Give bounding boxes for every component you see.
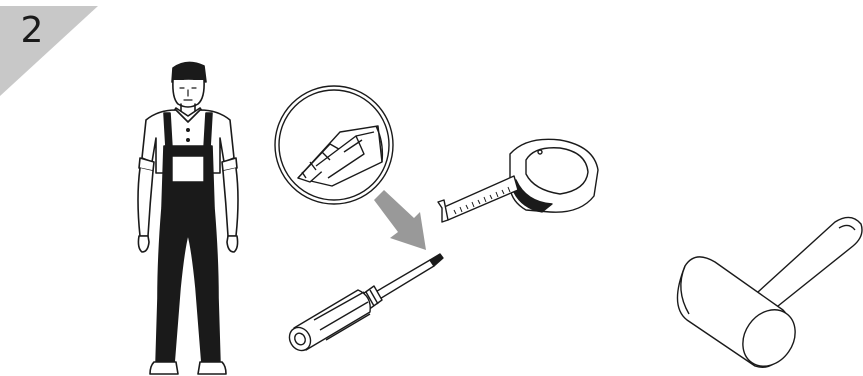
step-number: 2: [12, 11, 52, 51]
rubber-mallet-icon: [665, 210, 863, 376]
worker-icon: [128, 58, 246, 376]
pointer-arrow: [374, 190, 426, 250]
magnifier-detail-icon: [270, 82, 450, 272]
phillips-screwdriver-icon: [280, 250, 450, 360]
tape-measure-icon: [430, 130, 610, 230]
